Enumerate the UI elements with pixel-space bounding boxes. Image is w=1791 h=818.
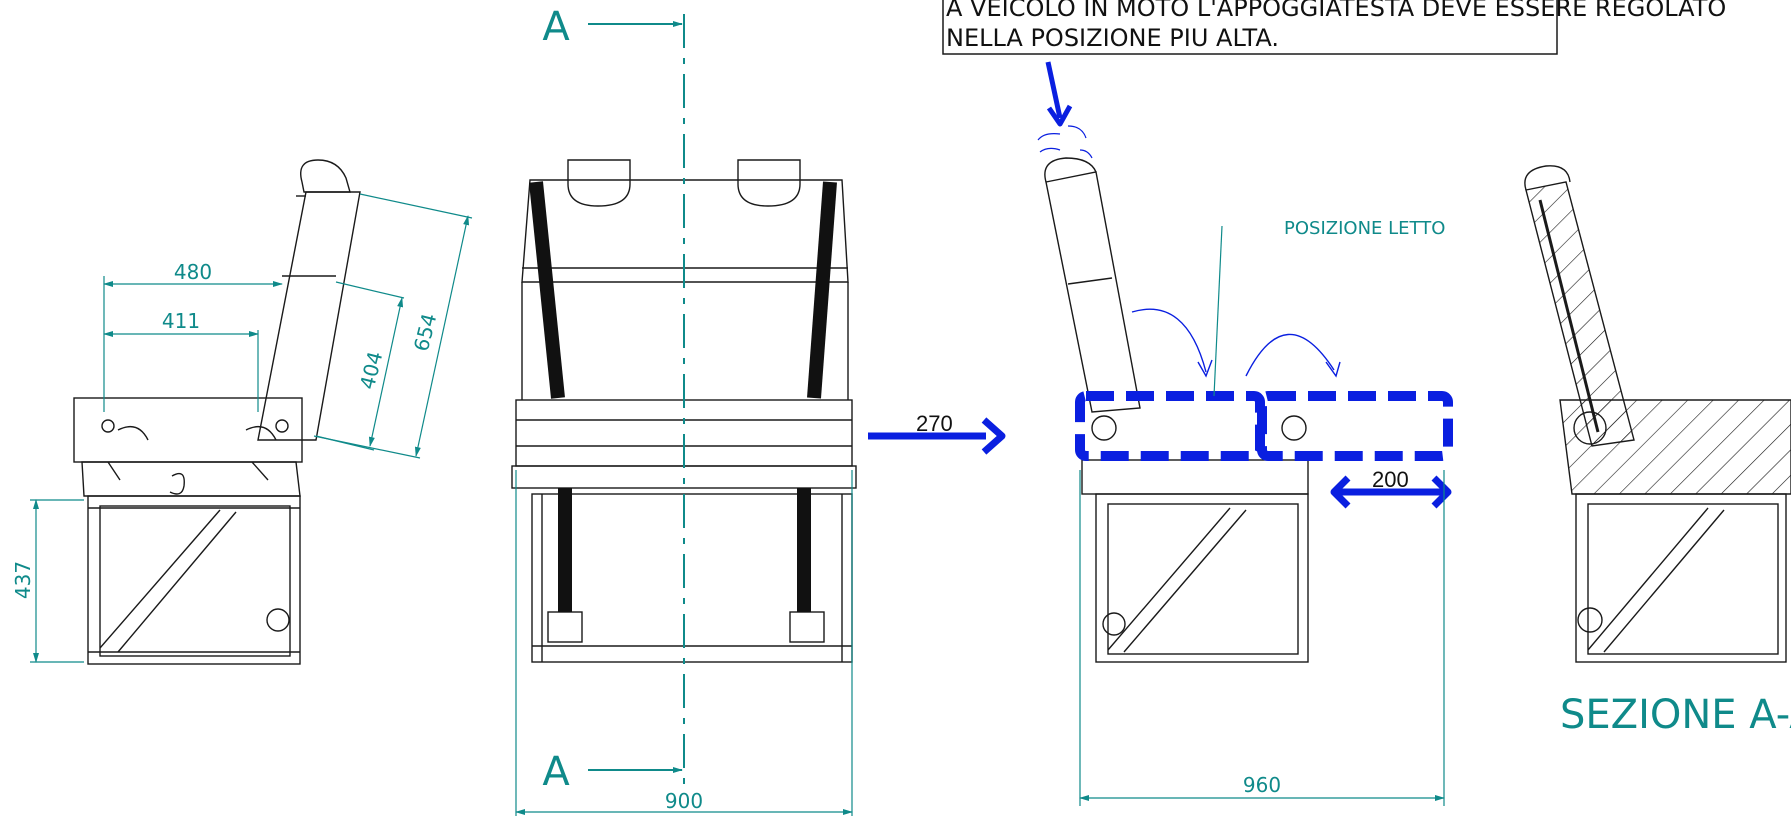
front-width-dimension (515, 470, 853, 816)
dimension-900: 900 (665, 789, 703, 813)
side-view (73, 159, 361, 665)
position-label: POSIZIONE LETTO (1284, 218, 1445, 239)
dimension-480: 480 (174, 260, 212, 284)
dimension-654: 654 (409, 311, 442, 354)
dimension-411: 411 (162, 309, 200, 333)
section-base-frame (1575, 493, 1787, 663)
section-marker-top: A (542, 4, 570, 50)
warning-note: A VEICOLO IN MOTO L'APPOGGIATESTA DEVE E… (942, 0, 1726, 55)
section-marker-bottom: A (542, 749, 570, 795)
note-line-1: A VEICOLO IN MOTO L'APPOGGIATESTA DEVE E… (946, 0, 1726, 22)
slide-arrow-270 (868, 417, 1006, 455)
note-line-2: NELLA POSIZIONE PIU ALTA. (946, 24, 1279, 52)
section-title: SEZIONE A-A (1560, 692, 1791, 738)
dimension-200: 200 (1372, 467, 1409, 492)
bed-base-frame (1095, 493, 1309, 663)
front-headrest-left (567, 159, 631, 207)
front-headrest-right (737, 159, 801, 207)
front-belts (529, 181, 837, 612)
dimension-437: 437 (11, 561, 35, 599)
bed-backrest (1045, 171, 1141, 413)
side-dimensions (30, 193, 473, 663)
dimension-270: 270 (916, 411, 953, 436)
bed-view (1037, 125, 1309, 663)
side-base-frame (87, 495, 301, 665)
position-leader (1213, 225, 1223, 397)
section-view (1524, 165, 1791, 663)
bed-width-dimension (1079, 470, 1445, 806)
dimension-960: 960 (1243, 773, 1281, 797)
section-line (588, 14, 685, 790)
bed-blue-overlay (1045, 61, 1453, 509)
